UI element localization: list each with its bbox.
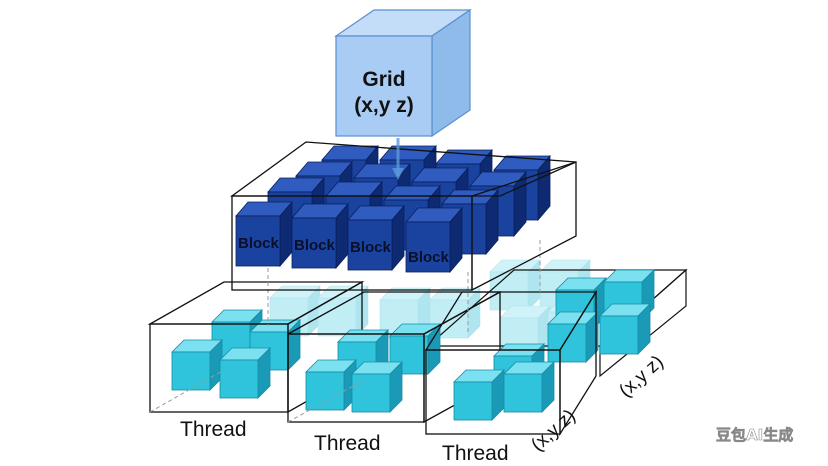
thread-box-right: [424, 289, 598, 437]
thread-label-middle: Thread: [314, 432, 381, 455]
dashed-guides: [149, 240, 541, 423]
thread-cube-icon: [219, 347, 271, 399]
grid-cube-icon: Grid (x,y z): [334, 8, 472, 138]
grid-title: Grid: [362, 68, 405, 91]
thread-cube-icon: [453, 369, 505, 421]
grid-coords: (x,y z): [354, 94, 414, 117]
thread-label-left: Thread: [180, 418, 247, 441]
thread-cube-icon: [305, 359, 357, 411]
block-label: Block: [350, 239, 392, 256]
thread-coords-back: (x,y z): [615, 352, 667, 402]
block-label: Block: [294, 237, 336, 254]
grid-connector: [392, 138, 404, 180]
block-layer: Block Block Block Block: [230, 141, 577, 292]
block-cube-icon: [347, 205, 405, 271]
block-label: Block: [238, 235, 280, 252]
block-cube-icon: [235, 201, 293, 267]
thread-cube-icon: [503, 361, 555, 413]
watermark: 豆包AI生成: [716, 426, 793, 444]
thread-label-right: Thread: [442, 442, 509, 465]
thread-cube-icon: [547, 311, 599, 363]
thread-cube-icon: [599, 303, 651, 355]
thread-cube-icon: [171, 339, 223, 391]
block-cube-icon: [291, 203, 349, 269]
thread-cube-icon: [351, 361, 403, 413]
thread-coords-front: (x,y z): [527, 406, 579, 456]
block-label: Block: [408, 249, 450, 266]
